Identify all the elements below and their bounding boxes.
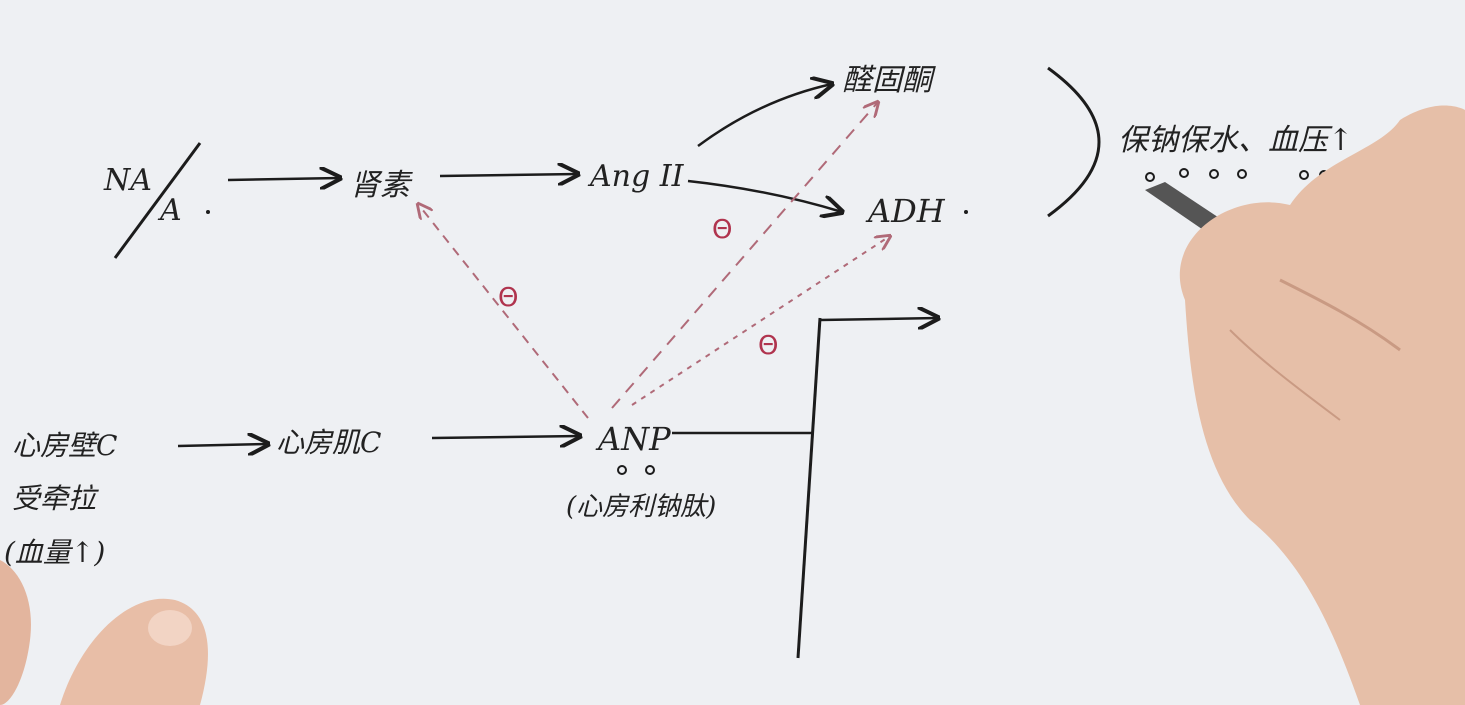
emphasis-dots	[617, 465, 655, 475]
inhibit-arrow-to-renin	[418, 204, 589, 419]
stretch-line3: (血量↑)	[4, 536, 105, 569]
hand-with-pen	[1145, 105, 1465, 705]
na-label: NA	[103, 163, 152, 198]
inhibit-arrow-to-aldosterone	[611, 102, 878, 409]
anp-branch-vertical	[796, 317, 822, 659]
emphasis-dots	[1145, 168, 1329, 182]
inhibit-mark-adh: Θ	[758, 331, 778, 361]
ang2-label: Ang II	[587, 159, 685, 194]
inhibit-arrow-to-adh	[631, 236, 890, 406]
inhibit-mark-renin: Θ	[498, 283, 518, 313]
inhibit-mark-aldosterone: Θ	[712, 215, 732, 245]
anp-label: ANP	[595, 420, 671, 458]
arrow-myocyte-to-anp	[431, 436, 580, 438]
fingers	[0, 560, 208, 705]
arrow-ang2-to-adh	[687, 179, 842, 212]
effect-label: 保钠保水、血压↑	[1118, 123, 1353, 158]
renin-label: 肾素	[350, 168, 413, 203]
anp-branch-arrow	[819, 318, 938, 320]
dot	[206, 210, 210, 214]
stretch-line2: 受牵拉	[12, 482, 99, 515]
na-a-slash	[113, 142, 202, 259]
aldosterone-label: 醛固酮	[842, 63, 936, 98]
a-label: A	[157, 193, 182, 228]
stretch-line1: 心房壁C	[12, 429, 117, 462]
anp-full-label: (心房利钠肽)	[566, 492, 716, 522]
arrow-stretch-to-myocyte	[177, 444, 268, 446]
arrow-renin-to-ang2	[439, 174, 578, 176]
arrow-na-to-renin	[227, 178, 340, 180]
arrow-ang2-to-aldosterone	[697, 84, 832, 148]
grouping-bracket	[1047, 66, 1101, 218]
adh-label: ADH	[865, 192, 946, 230]
dot	[964, 210, 968, 214]
myocyte-label: 心房肌C	[276, 426, 381, 459]
